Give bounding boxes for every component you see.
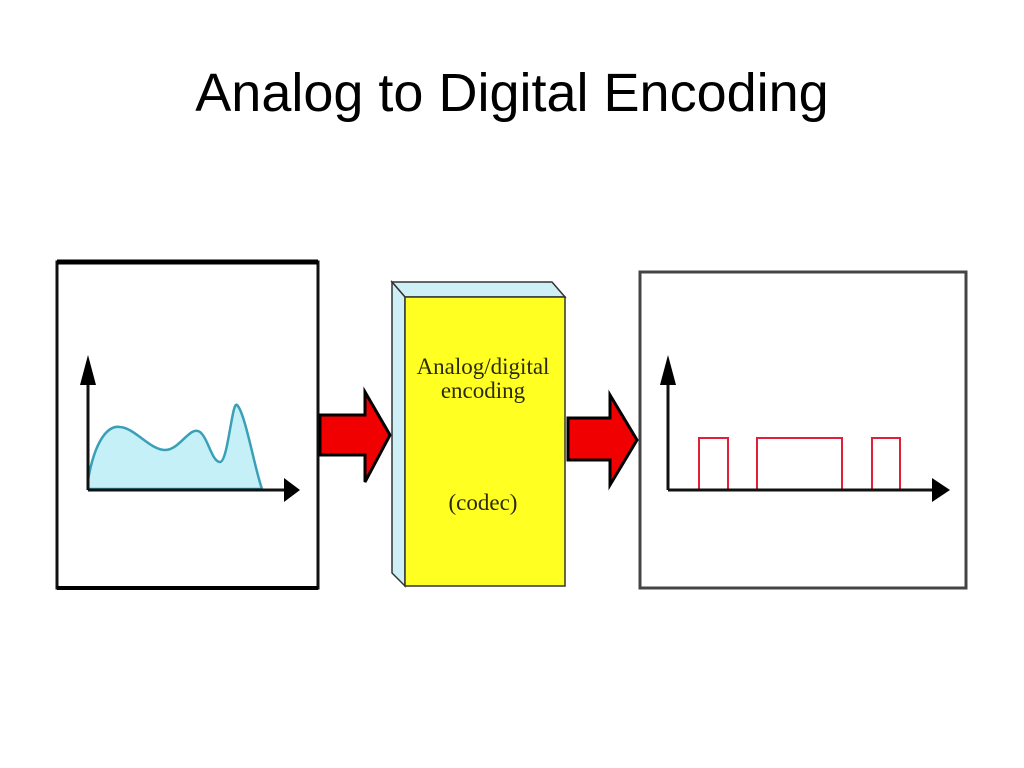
digital-pulse-train [668, 437, 901, 491]
arrow-right-icon [566, 389, 639, 491]
codec-line-2: encoding [440, 378, 526, 403]
analog-waveform [86, 403, 264, 491]
arrow-right-icon [318, 386, 392, 483]
axis-icon [80, 355, 300, 502]
digital-signal-panel [638, 270, 968, 590]
codec-line-3: (codec) [448, 490, 518, 515]
codec-box [390, 279, 567, 588]
codec-label: Analog/digital encoding [402, 355, 564, 403]
analog-signal-panel [55, 259, 320, 590]
slide-title: Analog to Digital Encoding [195, 63, 829, 123]
axis-icon [660, 355, 950, 502]
codec-line-1: Analog/digital [416, 354, 550, 379]
